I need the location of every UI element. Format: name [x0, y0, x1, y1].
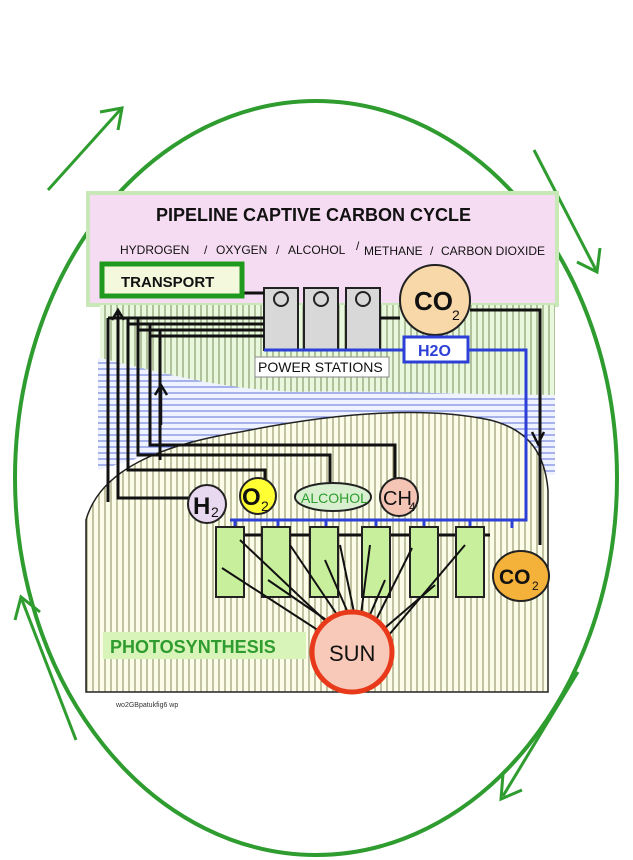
- gas-sep-3: /: [356, 239, 360, 253]
- alcohol-bubble: [294, 482, 372, 512]
- water-pipes: [230, 348, 528, 528]
- co2-right-label: CO: [499, 566, 531, 589]
- cycle-arrow-bottom-right: [499, 671, 580, 802]
- alcohol-label: ALCOHOL: [301, 490, 368, 506]
- transport-label: TRANSPORT: [121, 274, 214, 291]
- up-arrows: [110, 307, 169, 425]
- ch4-sub: 4: [409, 500, 416, 514]
- transport-box: [99, 261, 245, 299]
- gas-hydrogen: HYDROGEN: [120, 243, 189, 257]
- cycle-arrow-top-right: [532, 149, 602, 275]
- gas-carbon-dioxide: CARBON DIOXIDE: [441, 244, 545, 258]
- o2-bubble: [239, 477, 277, 515]
- h2o-box: [402, 335, 470, 364]
- gas-sep-1: /: [204, 243, 208, 257]
- cycle-ellipse: [13, 99, 619, 857]
- ch4-bubble: [379, 477, 419, 517]
- credit-text: wo2GBpatukfig6 wp: [115, 702, 178, 709]
- gas-oxygen: OXYGEN: [216, 243, 267, 257]
- h2-sub: 2: [211, 504, 219, 520]
- o2-sub: 2: [261, 498, 269, 514]
- cycle-arrow-top-left: [46, 106, 124, 192]
- h2-label: H: [193, 493, 210, 520]
- co2-right-sub: 2: [532, 579, 539, 593]
- h2-bubble: [187, 484, 227, 524]
- co2-bubble-right: [492, 550, 550, 602]
- gas-alcohol: ALCOHOL: [288, 243, 346, 257]
- co2-top-sub: 2: [452, 307, 460, 323]
- sun-circle: [309, 609, 395, 695]
- sun-label: SUN: [329, 641, 375, 666]
- gas-sep-4: /: [430, 244, 434, 258]
- cycle-arrow-bottom-left: [13, 594, 78, 741]
- photosynthesis-bg: [103, 632, 306, 659]
- co2-down-arrow: [530, 431, 546, 447]
- gas-methane: METHANE: [364, 244, 423, 258]
- o2-label: O: [242, 484, 261, 511]
- power-station-units: [263, 287, 381, 351]
- h2o-label: H2O: [418, 343, 451, 360]
- power-stations-box: [254, 356, 390, 378]
- co2-top-label: CO: [414, 286, 453, 316]
- ch4-label: CH: [383, 488, 412, 510]
- co2-bubble-top: [399, 264, 471, 336]
- photosynthesis-label: PHOTOSYNTHESIS: [110, 637, 276, 657]
- diagram-title: PIPELINE CAPTIVE CARBON CYCLE: [156, 205, 471, 225]
- water-band: [98, 358, 555, 475]
- power-stations-label: POWER STATIONS: [258, 359, 383, 375]
- gas-sep-2: /: [276, 243, 280, 257]
- tanks: [215, 526, 485, 598]
